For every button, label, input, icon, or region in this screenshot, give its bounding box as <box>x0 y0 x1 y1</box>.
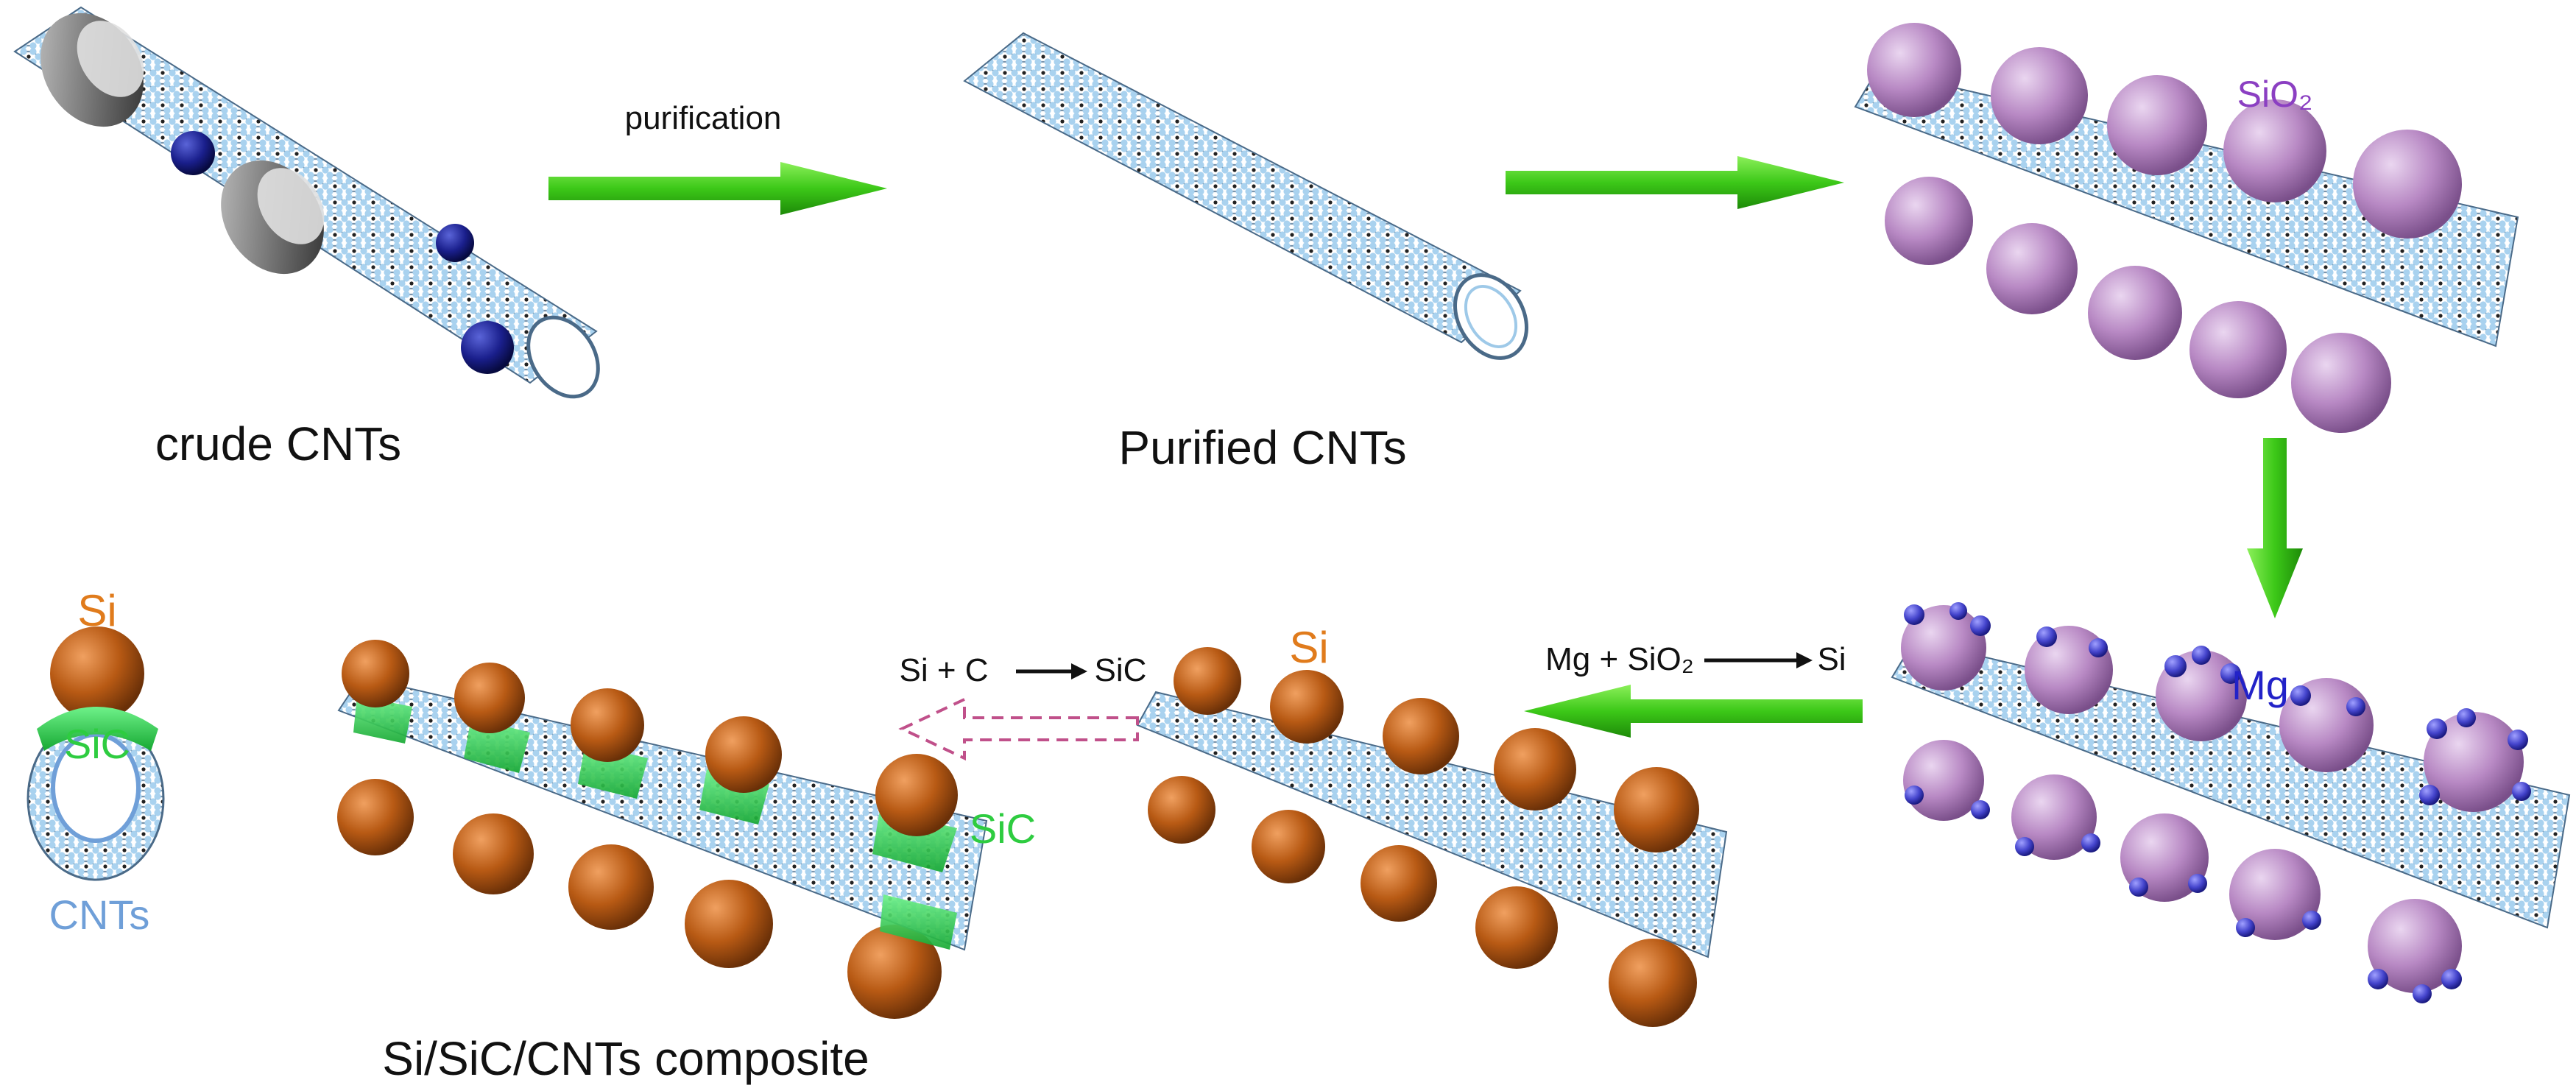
sio2-sphere <box>2368 899 2462 993</box>
purified-cnt-end <box>1453 273 1528 360</box>
si-sphere <box>1361 845 1437 922</box>
si-sphere <box>1609 939 1697 1027</box>
cross-section-group <box>27 626 165 881</box>
si-sphere <box>1614 767 1699 852</box>
si-sphere <box>1475 886 1558 969</box>
amorphous-carbon-1 <box>40 13 144 127</box>
sio2-sphere <box>2424 712 2524 812</box>
si-sphere <box>342 640 409 707</box>
si-sphere <box>1252 810 1325 883</box>
mg-equation-arrowhead <box>1796 652 1813 668</box>
sic-layer <box>880 894 957 950</box>
crude-cnt-end <box>526 315 600 399</box>
sio2-sphere <box>2223 99 2326 202</box>
si-sphere <box>1383 698 1459 774</box>
metal-catalyst-particle <box>171 131 215 175</box>
cross-section-sic <box>37 707 158 751</box>
si-sphere <box>571 688 644 762</box>
si-sphere <box>453 813 534 894</box>
sio2-cnt-group <box>1854 23 2519 433</box>
si-sphere <box>1174 647 1241 715</box>
si-sphere <box>705 716 782 793</box>
composite-label: Si/SiC/CNTs composite <box>382 1032 869 1085</box>
mg-particles <box>1904 602 2531 1003</box>
mg-equation-right: Si <box>1817 641 1846 677</box>
si-sphere <box>337 779 414 855</box>
cross-cnts-label: CNTs <box>49 891 150 938</box>
sic-stage-label: SiC <box>970 805 1036 852</box>
cross-si-label: Si <box>77 586 116 635</box>
si-sphere <box>847 925 942 1019</box>
composite-cnt-group <box>337 640 988 1019</box>
sio2-sphere <box>1903 740 1984 821</box>
si-stage-label: Si <box>1289 623 1328 672</box>
sio2-sphere <box>2189 301 2287 398</box>
si-sphere <box>454 663 525 733</box>
crude-cnt-group <box>13 6 600 399</box>
sio2-sphere <box>2011 774 2097 860</box>
si-sphere <box>568 844 654 930</box>
si-equation-arrowhead <box>1071 663 1087 679</box>
si-sphere <box>1148 776 1215 844</box>
coating-arrow <box>1506 156 1844 209</box>
magnesium-arrow <box>2247 438 2303 618</box>
sio2-sphere <box>1885 177 1973 265</box>
crude-cnts-label: crude CNTs <box>155 417 401 470</box>
reduction-arrow <box>1524 685 1863 738</box>
si-equation-right: SiC <box>1095 652 1147 688</box>
sio2-sphere <box>1986 223 2078 314</box>
sio2-sphere <box>2353 130 2462 239</box>
sio2-sphere <box>1991 47 2088 144</box>
si-sphere <box>1270 670 1344 744</box>
sio2-sphere <box>1901 605 1986 691</box>
sio2-sphere <box>2291 333 2391 433</box>
cross-section-si <box>50 626 144 721</box>
carbonization-arrow <box>898 696 1139 761</box>
purification-arrow <box>548 162 887 215</box>
si-cnt-tube <box>1136 691 1728 958</box>
purified-cnt-tube <box>963 32 1522 344</box>
si-sphere <box>1494 728 1576 811</box>
si-cnt-group <box>1136 647 1728 1027</box>
sio2-sphere <box>2088 266 2182 360</box>
metal-catalyst-particle <box>436 224 474 262</box>
sio2-sphere <box>2107 75 2207 175</box>
sio2-sphere <box>2229 849 2321 940</box>
purification-label: purification <box>625 100 782 136</box>
amorphous-carbon-2 <box>221 160 325 275</box>
si-sphere <box>875 754 958 836</box>
mg-label: Mg <box>2231 662 2289 708</box>
sio2-label: SiO₂ <box>2237 74 2313 115</box>
si-sphere <box>685 880 773 968</box>
sic-layer <box>353 696 412 744</box>
cross-sic-label: SiC <box>64 721 130 767</box>
purified-cnts-label: Purified CNTs <box>1118 421 1406 474</box>
mg-equation-left: Mg + SiO₂ <box>1545 641 1694 677</box>
purified-cnt-group <box>963 32 1528 360</box>
metal-catalyst-particle <box>461 321 514 374</box>
sio2-sphere <box>1867 23 1961 117</box>
mg-cnt-group <box>1891 602 2571 1003</box>
si-equation-left: Si + C <box>899 652 988 688</box>
